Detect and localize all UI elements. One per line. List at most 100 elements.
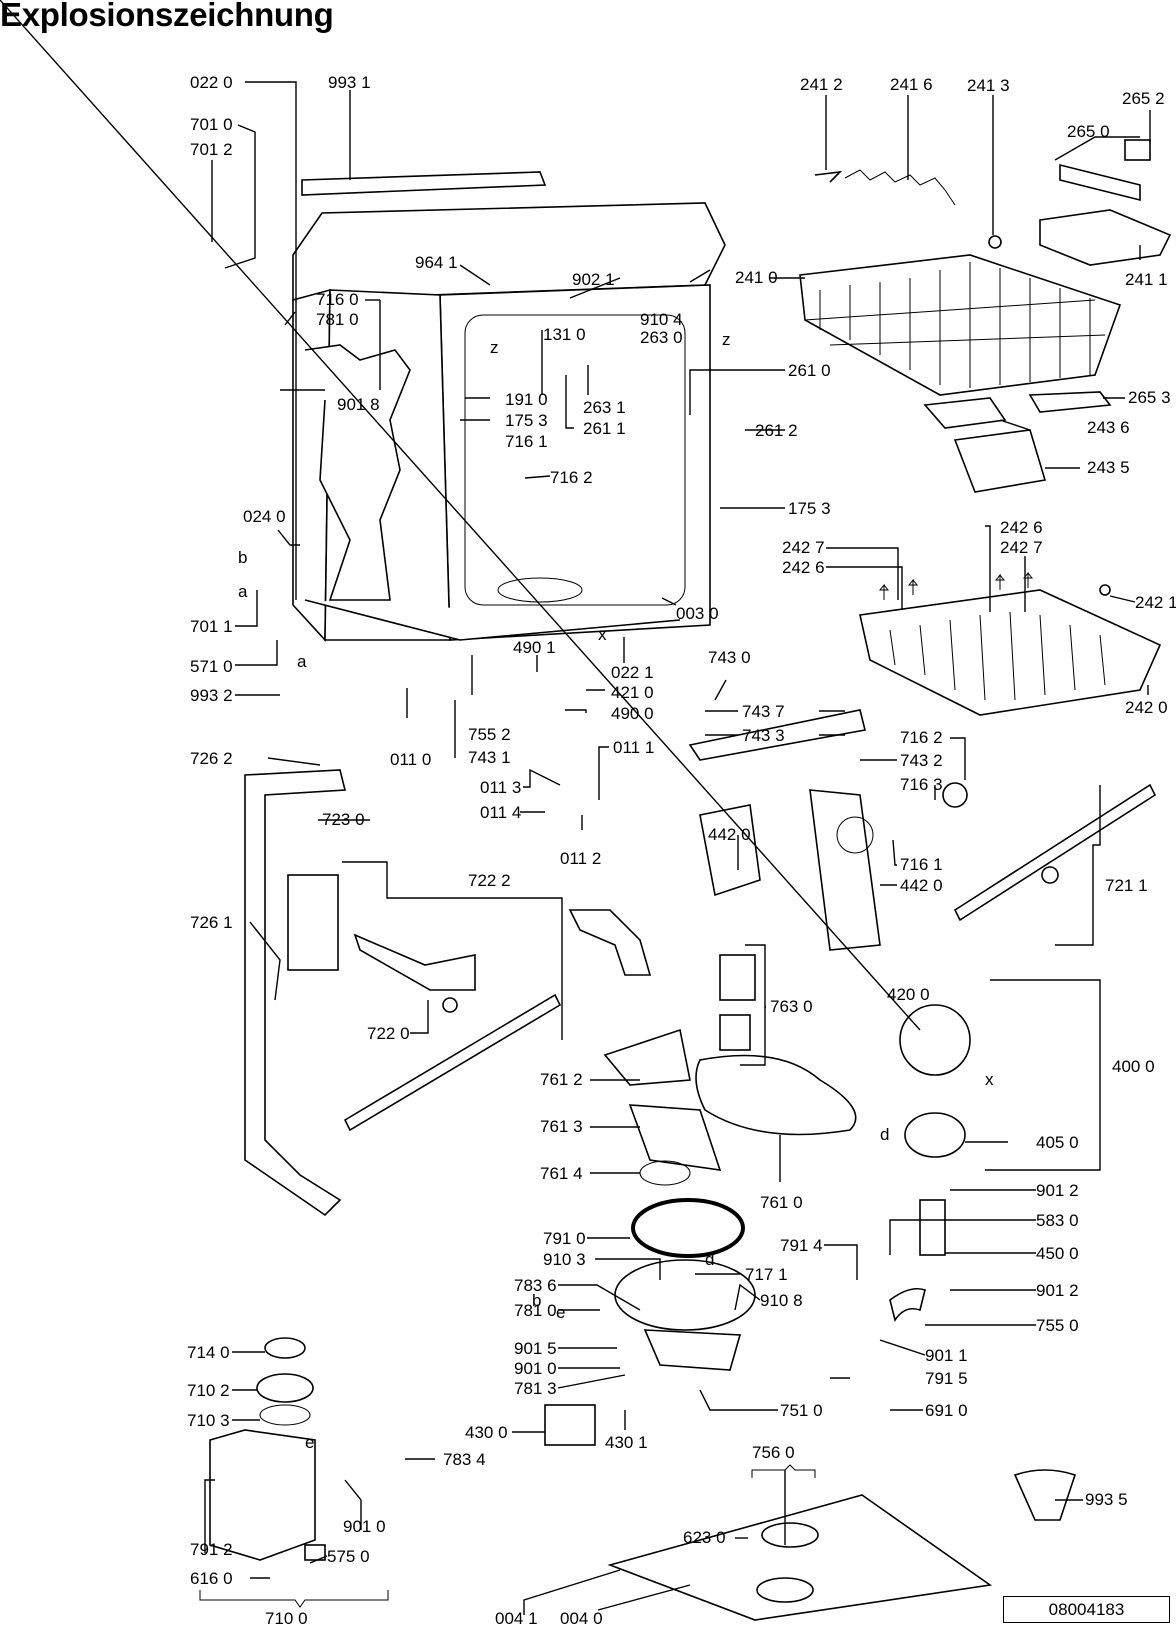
connector-letter-e: e [556, 1303, 565, 1322]
callout-716-2: 716 2 [550, 468, 593, 487]
callout-710-0: 710 0 [265, 1609, 308, 1628]
spray-channel-lower [809, 789, 881, 951]
callout-783-4: 783 4 [443, 1450, 486, 1469]
sump-gasket [631, 1198, 745, 1258]
connector-letter-a2: a [297, 652, 307, 671]
pump-housing [904, 1112, 966, 1158]
callout-583-0: 583 0 [1036, 1211, 1079, 1230]
base-pan [607, 1494, 993, 1621]
callout-910-8: 910 8 [760, 1291, 803, 1310]
spray-arm-bearing [1041, 866, 1059, 884]
callout-743-0: 743 0 [708, 648, 751, 667]
insulation-mat [304, 344, 411, 601]
salt-container [209, 1429, 316, 1561]
leader-lines [0, 0, 1151, 1615]
callout-623-0: 623 0 [683, 1528, 726, 1547]
filter-seal [639, 1160, 691, 1186]
callout-242-7: 242 7 [1000, 538, 1043, 557]
callout-490-1: 490 1 [513, 638, 556, 657]
riser-pipe [244, 769, 347, 1217]
callout-716-2b: 716 2 [900, 728, 943, 747]
callout-714-0: 714 0 [187, 1343, 230, 1362]
callout-242-6: 242 6 [1000, 518, 1043, 537]
connector-letter-b: b [238, 548, 247, 567]
microfilter [603, 1028, 691, 1086]
callout-722-0: 722 0 [367, 1024, 410, 1043]
callout-701-1: 701 1 [190, 617, 233, 636]
inlet-pipe [568, 909, 652, 976]
callout-716-3: 716 3 [900, 775, 943, 794]
callout-791-2: 791 2 [190, 1540, 233, 1559]
drain-pump [544, 1404, 596, 1446]
callout-265-2: 265 2 [1122, 89, 1165, 108]
callout-901-0: 901 0 [514, 1359, 557, 1378]
callout-721-1: 721 1 [1105, 876, 1148, 895]
filter-plate [695, 1054, 857, 1136]
callout-022-1: 022 1 [611, 663, 654, 682]
callout-901-0b: 901 0 [343, 1517, 386, 1536]
upper-spray-arm-carrier [353, 933, 476, 991]
callout-263-0: 263 0 [640, 328, 683, 347]
callout-743-7: 743 7 [742, 702, 785, 721]
callout-191-0: 191 0 [505, 390, 548, 409]
connector-letter-b2: b [532, 1291, 541, 1310]
basket-handle [1028, 391, 1112, 413]
basket-clip [814, 170, 843, 183]
diverter-valve [699, 804, 761, 897]
callout-901-2b: 901 2 [1036, 1281, 1079, 1300]
circulation-motor [899, 1004, 971, 1076]
callout-717-1: 717 1 [745, 1265, 788, 1284]
connector-letter-x2: x [985, 1070, 994, 1089]
callout-763-0: 763 0 [770, 997, 813, 1016]
tub-opening [464, 314, 686, 606]
callout-781-3: 781 3 [514, 1379, 557, 1398]
callout-243-6: 243 6 [1087, 418, 1130, 437]
salt-cap [264, 1337, 306, 1359]
callout-175-3b: 175 3 [788, 499, 831, 518]
callout-450-0: 450 0 [1036, 1244, 1079, 1263]
callout-722-2: 722 2 [468, 871, 511, 890]
page-title: Explosionszeichnung [0, 0, 334, 33]
callout-716-1b: 716 1 [900, 855, 943, 874]
callout-242-7b: 242 7 [782, 538, 825, 557]
connector-letter-a: a [238, 582, 248, 601]
callout-993-5: 993 5 [1085, 1490, 1128, 1509]
salt-seal [259, 1404, 311, 1426]
adjuster-rail [1059, 163, 1141, 202]
callout-743-2: 743 2 [900, 751, 943, 770]
drain-hose-bend [889, 1287, 926, 1322]
callout-420-0: 420 0 [887, 985, 930, 1004]
basket-wheel [988, 235, 1002, 249]
spray-channel-top [688, 709, 866, 761]
seal-ring [942, 782, 968, 808]
sump-assembly [544, 954, 971, 1446]
spray-outlet [836, 816, 874, 854]
callout-791-5: 791 5 [925, 1369, 968, 1388]
upper-spray-arm [953, 783, 1157, 922]
valve [304, 1544, 326, 1561]
callout-743-3: 743 3 [742, 726, 785, 745]
callout-761-3: 761 3 [540, 1117, 583, 1136]
upper-basket-wires [804, 262, 1106, 388]
connector-letter-z2: z [722, 330, 731, 349]
callout-442-0: 442 0 [708, 825, 751, 844]
callout-910-3: 910 3 [543, 1250, 586, 1269]
base-frame [304, 599, 681, 641]
callout-726-2: 726 2 [190, 749, 233, 768]
callout-430-1: 430 1 [605, 1433, 648, 1452]
callout-011-1: 011 1 [613, 738, 654, 757]
cup-rack [1039, 209, 1172, 266]
connector-letter-d2: d [705, 1250, 714, 1269]
lower-basket-frame [859, 589, 1162, 716]
fine-filter [719, 954, 756, 1001]
callout-263-1: 263 1 [583, 398, 626, 417]
basket-wire-spring [844, 169, 956, 206]
callout-791-4: 791 4 [780, 1236, 823, 1255]
lower-basket-wheel [1099, 584, 1111, 596]
callout-783-6: 783 6 [514, 1276, 557, 1295]
heater [919, 1199, 946, 1256]
callout-755-0: 755 0 [1036, 1316, 1079, 1335]
callout-490-0: 490 0 [611, 704, 654, 723]
cutlery-basket [953, 429, 1047, 493]
